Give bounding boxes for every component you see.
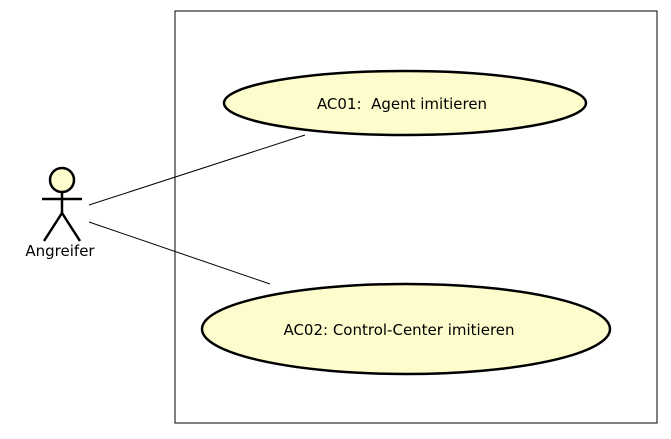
use-case-ac01-ellipse [222,69,588,137]
actor-right-leg [60,212,82,242]
actor-angreifer[interactable]: Angreifer [25,166,95,260]
actor-label: Angreifer [25,242,95,260]
association-line-ac01 [88,134,306,206]
actor-head [48,166,76,194]
use-case-ac02-label: AC02: Control-Center imitieren [283,321,514,339]
use-case-ac02-ellipse [200,282,612,376]
use-case-ac01-label: AC01: Agent imitieren [317,95,487,113]
association-line-ac02 [88,221,271,285]
actor-left-leg [42,212,64,242]
use-case-ac01[interactable]: AC01: Agent imitieren [222,69,588,137]
use-case-ac02[interactable]: AC02: Control-Center imitieren [200,282,612,376]
